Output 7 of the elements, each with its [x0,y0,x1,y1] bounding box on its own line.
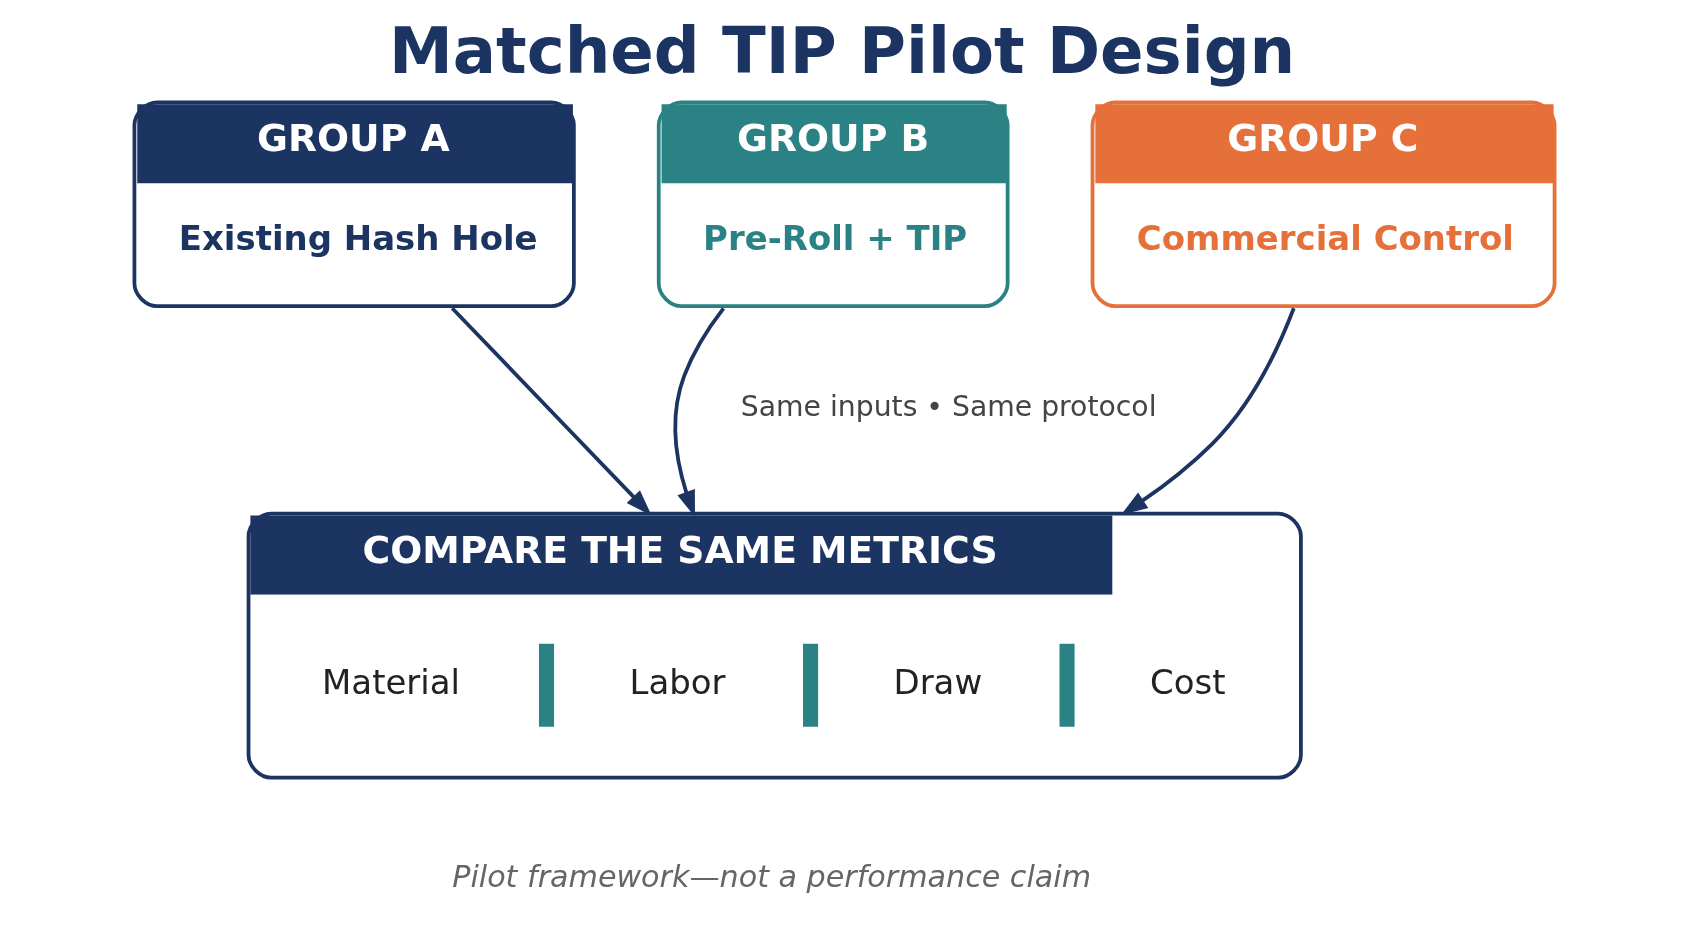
arrow [450,306,652,516]
label: Same inputs • Same protocol [740,390,1157,424]
arrow [1121,307,1296,515]
arrow [673,307,725,518]
node-box: COMPARE THE SAME METRICS Material Labor Draw Cost [246,511,1303,780]
diagram-title: Matched TIP Pilot Design [389,12,1296,88]
caption: Pilot framework—not a performance claim [452,858,1092,894]
